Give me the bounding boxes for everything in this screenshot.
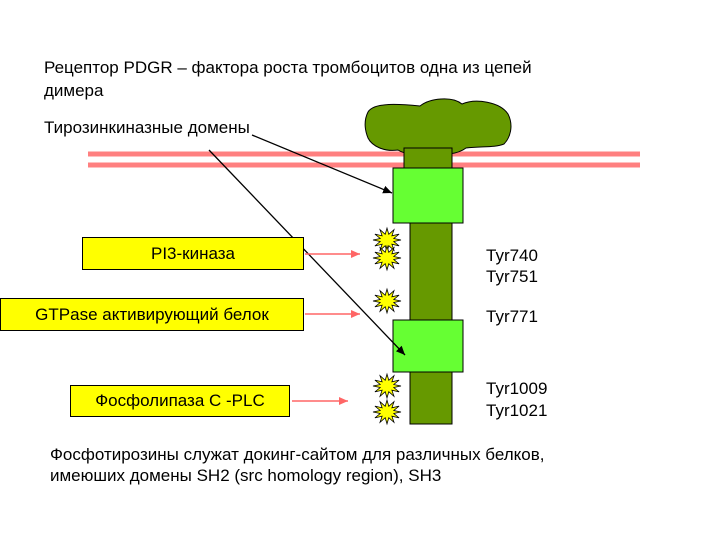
cell-membrane	[88, 151, 640, 168]
footer-line-1: Фосфотирозины служат докинг-сайтом для р…	[50, 445, 545, 464]
title-line-1: Рецептор PDGR – фактора роста тромбоцито…	[44, 58, 532, 77]
arrow-to-kinase-domain-2	[208, 149, 406, 356]
phospho-star-tyr1009	[372, 372, 402, 400]
gtpase-activating-protein-box: GTPase активирующий белок	[0, 298, 304, 331]
phospho-star-tyr771	[372, 287, 402, 315]
tyr751-label: Tyr751	[486, 267, 538, 286]
title-line-2: димера	[44, 81, 104, 100]
arrow-to-kinase-domain-1	[251, 134, 393, 194]
tyr1009-label: Tyr1009	[486, 379, 548, 398]
extracellular-domain	[364, 98, 512, 155]
phospholipase-c-box: Фосфолипаза С -PLC	[70, 385, 290, 417]
phospho-star-tyr1021	[372, 398, 402, 426]
kinase-domain-2	[392, 319, 464, 373]
tyr771-label: Tyr771	[486, 307, 538, 326]
kinase-domains-label: Тирозинкиназные домены	[44, 118, 250, 137]
phosphotyrosine-stars	[372, 226, 402, 426]
tyr1021-label: Tyr1021	[486, 401, 548, 420]
footer-line-2: имеюших домены SH2 (src homology region)…	[50, 466, 442, 485]
kinase-domain-1	[392, 167, 464, 224]
pi3-kinase-box: PI3-киназа	[82, 237, 304, 270]
tyr740-label: Tyr740	[486, 246, 538, 265]
phospho-star-tyr751	[372, 244, 402, 272]
